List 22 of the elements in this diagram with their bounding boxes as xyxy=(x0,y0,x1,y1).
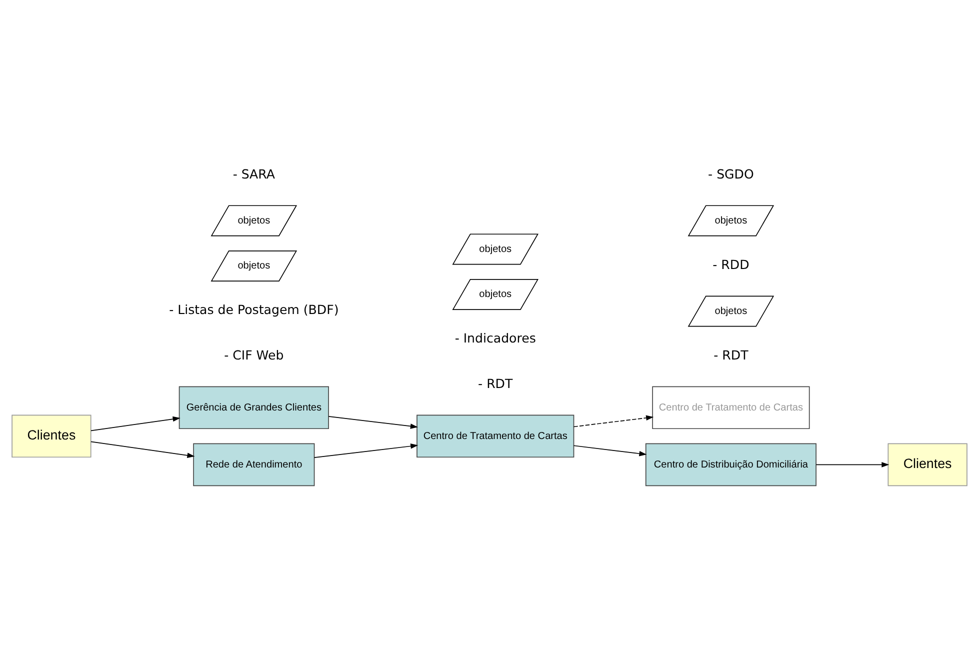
label: - RDD xyxy=(712,256,750,272)
label: - Indicadores xyxy=(454,330,536,346)
label: - SARA xyxy=(232,166,275,182)
arrow xyxy=(328,416,418,429)
node-box: Clientes xyxy=(888,443,968,486)
label: - RDT xyxy=(714,347,748,362)
arrow xyxy=(573,415,654,428)
node-box: Clientes xyxy=(12,414,92,458)
node-box: Rede de Atendimento xyxy=(193,443,315,486)
arrow xyxy=(314,444,418,458)
label: - SGDO xyxy=(708,166,754,182)
arrow xyxy=(573,445,647,456)
node-box: Centro de Tratamento de Cartas xyxy=(652,386,810,430)
node-box: Gerência de Grandes Clientes xyxy=(178,386,329,430)
label: - RDT xyxy=(478,376,513,391)
arrow xyxy=(90,441,195,458)
label: - CIF Web xyxy=(224,347,284,362)
node-box: Centro de Tratamento de Cartas xyxy=(416,414,574,458)
label: - Listas de Postagem (BDF) xyxy=(169,302,339,318)
arrow xyxy=(90,416,180,432)
node-box: Centro de Distribuição Domiciliária xyxy=(645,443,816,486)
arrow xyxy=(816,462,890,468)
